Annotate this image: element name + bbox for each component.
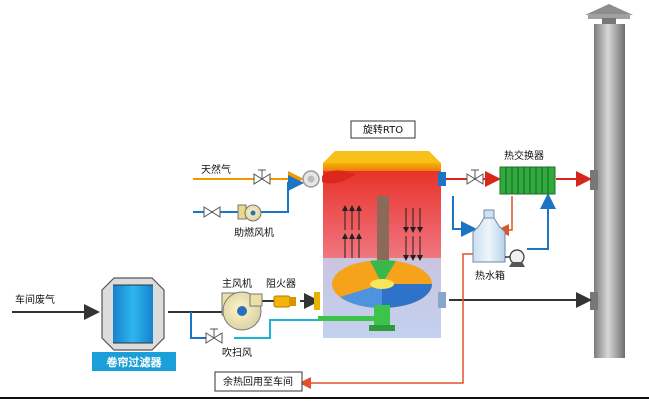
hot-water-tank-label: 热水箱	[475, 269, 505, 282]
roll-filter	[101, 277, 165, 351]
water-pump-icon	[505, 249, 525, 267]
purge-valve-icon	[205, 328, 223, 344]
heat-recovery-pipe	[299, 253, 475, 389]
rto-label-box	[350, 120, 416, 139]
chimney-stack	[585, 4, 633, 358]
rto-unit	[314, 151, 446, 338]
air-valve-icon	[203, 206, 221, 218]
filter-label-badge	[92, 352, 176, 371]
main-fan-icon	[221, 291, 263, 331]
main-fan-label: 主风机	[222, 277, 252, 290]
water-orange-pipe	[497, 196, 513, 236]
burner	[302, 170, 356, 188]
heat-exchanger-icon	[499, 166, 556, 195]
fan-inlet-pipe	[190, 312, 212, 339]
filter-label: 卷帘过滤器	[106, 355, 163, 369]
purge-air-pipe	[234, 312, 344, 339]
combustion-fan-label: 助燃风机	[234, 226, 274, 239]
gas-valve-icon	[253, 169, 271, 185]
combustion-fan-icon	[237, 204, 262, 222]
flame-arrester-icon	[273, 295, 296, 308]
purge-air-label: 吹扫风	[222, 346, 252, 359]
flame-arrester-label: 阻火器	[266, 278, 296, 290]
hot-water-tank-icon	[472, 209, 506, 263]
water-return-pipe	[527, 193, 556, 250]
rto-label: 旋转RTO	[363, 123, 403, 136]
flue-valve-icon	[466, 169, 484, 185]
heat-recovery-box	[214, 371, 303, 392]
workshop-exhaust-label: 车间废气	[15, 293, 55, 306]
heat-exchanger-label: 热交换器	[504, 149, 544, 162]
natural-gas-label: 天然气	[201, 163, 231, 176]
heat-recovery-label: 余热回用至车间	[223, 375, 293, 388]
water-pipe-out	[452, 196, 477, 237]
